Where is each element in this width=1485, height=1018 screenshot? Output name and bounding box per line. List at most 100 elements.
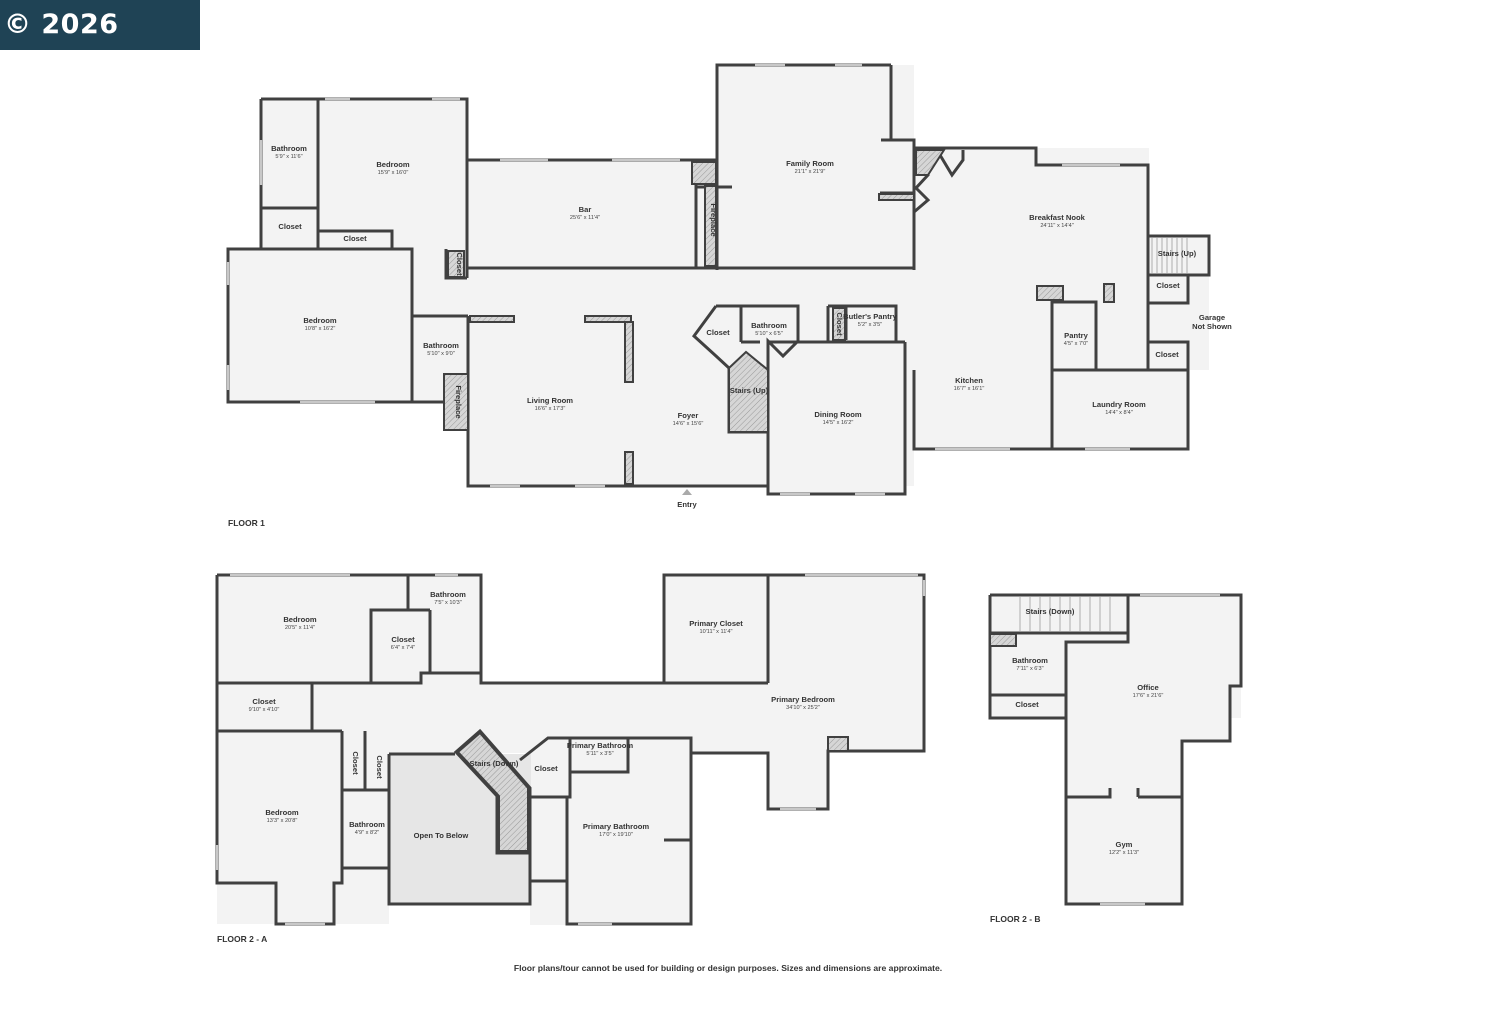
room-name: Family Room <box>786 159 834 168</box>
room-name: Closet <box>1015 700 1039 709</box>
room-name: Entry <box>677 500 697 509</box>
room-dimensions: 4'9" x 8'2" <box>355 830 379 836</box>
room-dimensions: Not Shown <box>1192 322 1232 331</box>
room-name: Bedroom <box>303 316 337 325</box>
room-name: Closet <box>278 222 302 231</box>
floor-2b-label: FLOOR 2 - B <box>990 914 1041 924</box>
floor-1-label: FLOOR 1 <box>228 518 265 528</box>
room-name: Closet <box>1155 350 1179 359</box>
room-name: Bar <box>579 205 592 214</box>
room-name: Open To Below <box>414 831 469 840</box>
room-name: Stairs (Up) <box>1158 249 1197 258</box>
room-f1-fireplace-b: Fireplace <box>709 203 718 236</box>
room-f2a-closet-e: Closet <box>534 764 558 773</box>
room-name: Closet <box>391 635 415 644</box>
room-name: Bathroom <box>751 321 787 330</box>
room-name: Closet <box>835 312 844 336</box>
room-dimensions: 5'9" x 11'6" <box>275 154 302 160</box>
room-name: Bathroom <box>271 144 307 153</box>
floor-2a-label: FLOOR 2 - A <box>217 934 267 944</box>
room-name: Primary Bathroom <box>583 822 650 831</box>
room-dimensions: 4'5" x 7'0" <box>1064 341 1088 347</box>
room-f1-closet-c: Closet <box>455 252 464 276</box>
room-f2a-closet-c: Closet <box>351 751 360 775</box>
room-dimensions: 6'4" x 7'4" <box>391 645 415 651</box>
disclaimer: Floor plans/tour cannot be used for buil… <box>514 963 942 973</box>
room-f1-closet-e: Closet <box>1155 350 1179 359</box>
room-dimensions: 7'11" x 6'3" <box>1016 666 1043 672</box>
room-dimensions: 7'5" x 10'3" <box>434 600 462 606</box>
floor-2a: FLOOR 2 - A <box>215 573 926 944</box>
room-dimensions: 21'1" x 21'9" <box>795 169 826 175</box>
room-name: Bathroom <box>1012 656 1048 665</box>
room-name: Fireplace <box>454 385 463 418</box>
room-f1-closet-d: Closet <box>1156 281 1180 290</box>
room-name: Closet <box>375 755 384 779</box>
room-name: Foyer <box>678 411 699 420</box>
room-name: Fireplace <box>709 203 718 236</box>
room-dimensions: 16'7" x 16'1" <box>954 386 985 392</box>
room-name: Stairs (Down) <box>1026 607 1075 616</box>
room-dimensions: 34'10" x 25'2" <box>786 705 820 711</box>
room-name: Bedroom <box>265 808 299 817</box>
floor-1: FLOOR 1 <box>226 63 1211 528</box>
room-name: Closet <box>706 328 730 337</box>
room-name: Primary Bathroom <box>567 741 634 750</box>
room-dimensions: 15'9" x 16'0" <box>378 170 409 176</box>
room-f1-stairs-up: Stairs (Up) <box>730 386 769 395</box>
room-f2b-closet: Closet <box>1015 700 1039 709</box>
room-f1-closet-g: Closet <box>835 312 844 336</box>
room-dimensions: 5'10" x 9'0" <box>427 351 455 357</box>
room-name: Bathroom <box>423 341 459 350</box>
room-f2a-open-below: Open To Below <box>414 831 469 840</box>
room-name: Closet <box>252 697 276 706</box>
room-dimensions: 5'11" x 3'5" <box>586 751 613 757</box>
room-dimensions: 10'8" x 16'2" <box>305 326 336 332</box>
room-name: Office <box>1137 683 1159 692</box>
room-name: Bathroom <box>430 590 466 599</box>
room-dimensions: 25'6" x 11'4" <box>570 215 600 221</box>
room-f1-fireplace-a: Fireplace <box>454 385 463 418</box>
room-dimensions: 12'2" x 11'3" <box>1109 850 1139 856</box>
room-dimensions: 16'6" x 17'3" <box>535 406 566 412</box>
floor-2b: FLOOR 2 - B <box>988 593 1243 924</box>
room-name: Garage <box>1199 313 1225 322</box>
room-dimensions: 14'4" x 8'4" <box>1105 410 1133 416</box>
room-name: Breakfast Nook <box>1029 213 1085 222</box>
copyright-badge: © 2026 CCAR <box>0 0 200 90</box>
room-dimensions: 17'6" x 21'6" <box>1133 693 1164 699</box>
room-f2a-stairs-down: Stairs (Down) <box>470 759 519 768</box>
room-dimensions: 14'5" x 16'2" <box>823 420 854 426</box>
room-f2b-stairs-down: Stairs (Down) <box>1026 607 1075 616</box>
room-f1-closet-b: Closet <box>343 234 367 243</box>
room-name: Gym <box>1116 840 1133 849</box>
room-name: Closet <box>534 764 558 773</box>
room-name: Living Room <box>527 396 573 405</box>
room-name: Dining Room <box>814 410 861 419</box>
room-name: Closet <box>455 252 464 276</box>
room-f1-entry: Entry <box>677 500 697 509</box>
room-dimensions: 9'10" x 4'10" <box>249 707 280 713</box>
